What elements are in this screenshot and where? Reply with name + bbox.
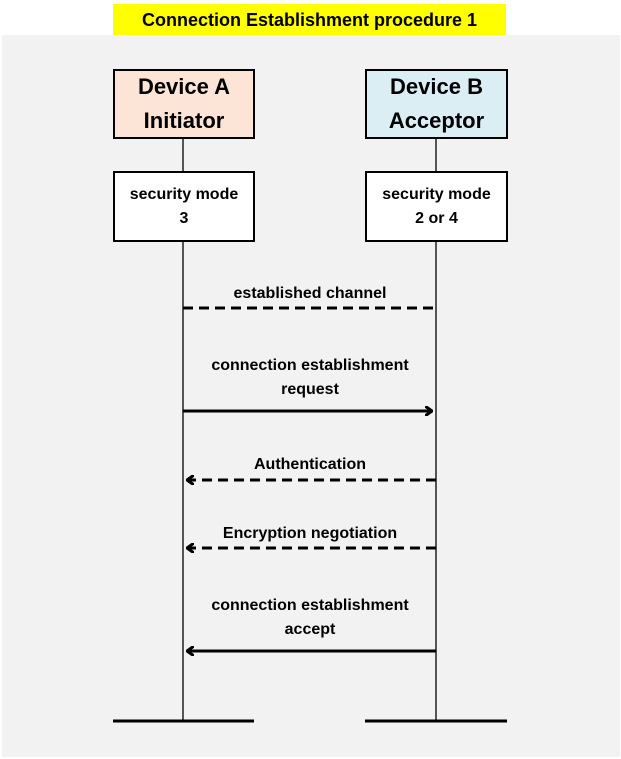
encryption-negotiation-text: Encryption negotiation [222, 525, 398, 542]
diagram-canvas: Device A Initiator Device B Acceptor sec… [2, 35, 620, 757]
connection-request-text-1: connection establishment [211, 357, 409, 374]
device-b-security-mode-box: security mode 2 or 4 [365, 171, 508, 242]
connection-accept-text-1: connection establishment [211, 597, 409, 614]
established-channel-text: established channel [233, 285, 387, 302]
diagram-title: Connection Establishment procedure 1 [113, 4, 506, 36]
device-a-name: Device A [137, 74, 231, 99]
device-b-role: Acceptor [388, 108, 485, 133]
device-b-mode-line2: 2 or 4 [415, 209, 458, 227]
device-b-mode-line1: security mode [382, 185, 491, 203]
device-a-security-mode-box: security mode 3 [113, 171, 255, 242]
device-a-box: Device A Initiator [113, 69, 255, 139]
device-a-mode-line1: security mode [129, 185, 239, 203]
encryption-negotiation-label: Encryption negotiation [160, 522, 460, 546]
device-a-role: Initiator [143, 108, 225, 133]
authentication-label: Authentication [160, 453, 460, 477]
connection-request-text-2: request [281, 381, 339, 398]
connection-accept-label: connection establishment accept [160, 594, 460, 642]
established-channel-label: established channel [160, 282, 460, 306]
device-a-mode-line2: 3 [179, 209, 189, 227]
connection-request-label: connection establishment request [160, 354, 460, 402]
connection-accept-text-2: accept [284, 621, 336, 638]
device-b-name: Device B [390, 74, 483, 99]
authentication-text: Authentication [254, 456, 366, 473]
device-b-box: Device B Acceptor [365, 69, 508, 139]
